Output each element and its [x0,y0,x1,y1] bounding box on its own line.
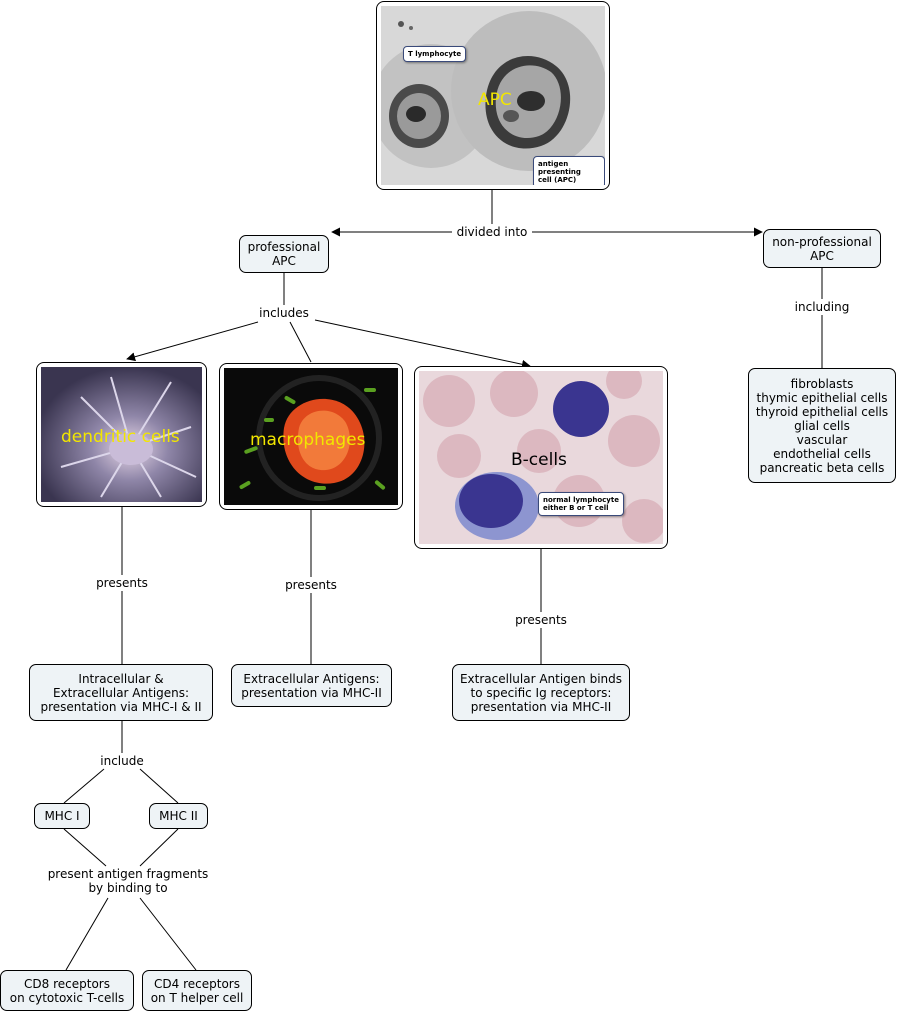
node-nonprofessional-apc[interactable]: non-professional APC [763,229,881,268]
node-text: Extracellular Antigen binds to specific … [459,671,623,714]
label-present-fragments: present antigen fragments by binding to [44,867,212,895]
node-cd8[interactable]: CD8 receptors on cytotoxic T-cells [0,970,134,1011]
node-text: professional APC [247,240,321,268]
bcells-title: B-cells [511,450,567,470]
node-bcell-antigens[interactable]: Extracellular Antigen binds to specific … [452,664,630,721]
node-text: Intracellular & Extracellular Antigens: … [40,671,202,714]
bcells-image-node[interactable]: B-cells normal lymphocyte either B or T … [414,366,668,549]
dendritic-title: dendritic cells [61,427,180,447]
link-present-cd8 [65,897,109,971]
apc-title: APC [478,90,512,110]
label-includes: includes [256,306,312,320]
node-text: non-professional APC [772,234,872,263]
macrophages-image-node[interactable]: macrophages [219,363,403,510]
label-presents-bcells: presents [512,613,570,627]
apc-image-node[interactable]: APC T lymphocyte antigen presenting cell… [376,1,610,190]
node-mhc2[interactable]: MHC II [149,803,208,829]
dendritic-image-node[interactable]: dendritic cells [36,362,207,507]
node-text: MHC I [44,809,80,823]
callout-t-lymphocyte: T lymphocyte [403,46,467,62]
node-text: Extracellular Antigens: presentation via… [241,671,382,700]
link-include-mhc2 [139,768,179,804]
callout-apc: antigen presenting cell (APC) [533,156,605,185]
label-including: including [791,300,853,314]
dendritic-picture: dendritic cells [41,367,202,502]
node-professional-apc[interactable]: professional APC [239,235,329,273]
node-text: CD8 receptors on cytotoxic T-cells [9,976,125,1005]
label-include: include [97,754,147,768]
macrophages-picture: macrophages [224,368,398,505]
label-presents-dendritic: presents [93,576,151,590]
label-divided-into: divided into [453,225,531,239]
label-presents-macrophages: presents [282,578,340,592]
node-mhc1[interactable]: MHC I [34,803,90,829]
link-present-cd4 [139,897,197,971]
node-cd4[interactable]: CD4 receptors on T helper cell [142,970,252,1011]
node-macrophage-antigens[interactable]: Extracellular Antigens: presentation via… [231,664,392,707]
callout-normal-lymphocyte: normal lymphocyte either B or T cell [538,492,624,516]
link-mhc1-present [63,828,107,867]
link-includes-dendritic [126,321,259,362]
node-text: fibroblasts thymic epithelial cells thyr… [755,376,889,475]
link-include-mhc1 [63,768,105,804]
node-nonprofessional-list[interactable]: fibroblasts thymic epithelial cells thyr… [748,368,896,483]
link-mhc2-present [139,828,179,867]
apc-micrograph: APC T lymphocyte antigen presenting cell… [381,6,605,185]
node-dendritic-antigens[interactable]: Intracellular & Extracellular Antigens: … [29,664,213,721]
bcells-picture: B-cells normal lymphocyte either B or T … [419,371,663,544]
node-text: MHC II [159,809,198,823]
macrophages-title: macrophages [250,430,366,450]
link-includes-bcells [314,319,531,369]
link-includes-macrophages [289,321,312,363]
node-text: CD4 receptors on T helper cell [150,976,244,1005]
